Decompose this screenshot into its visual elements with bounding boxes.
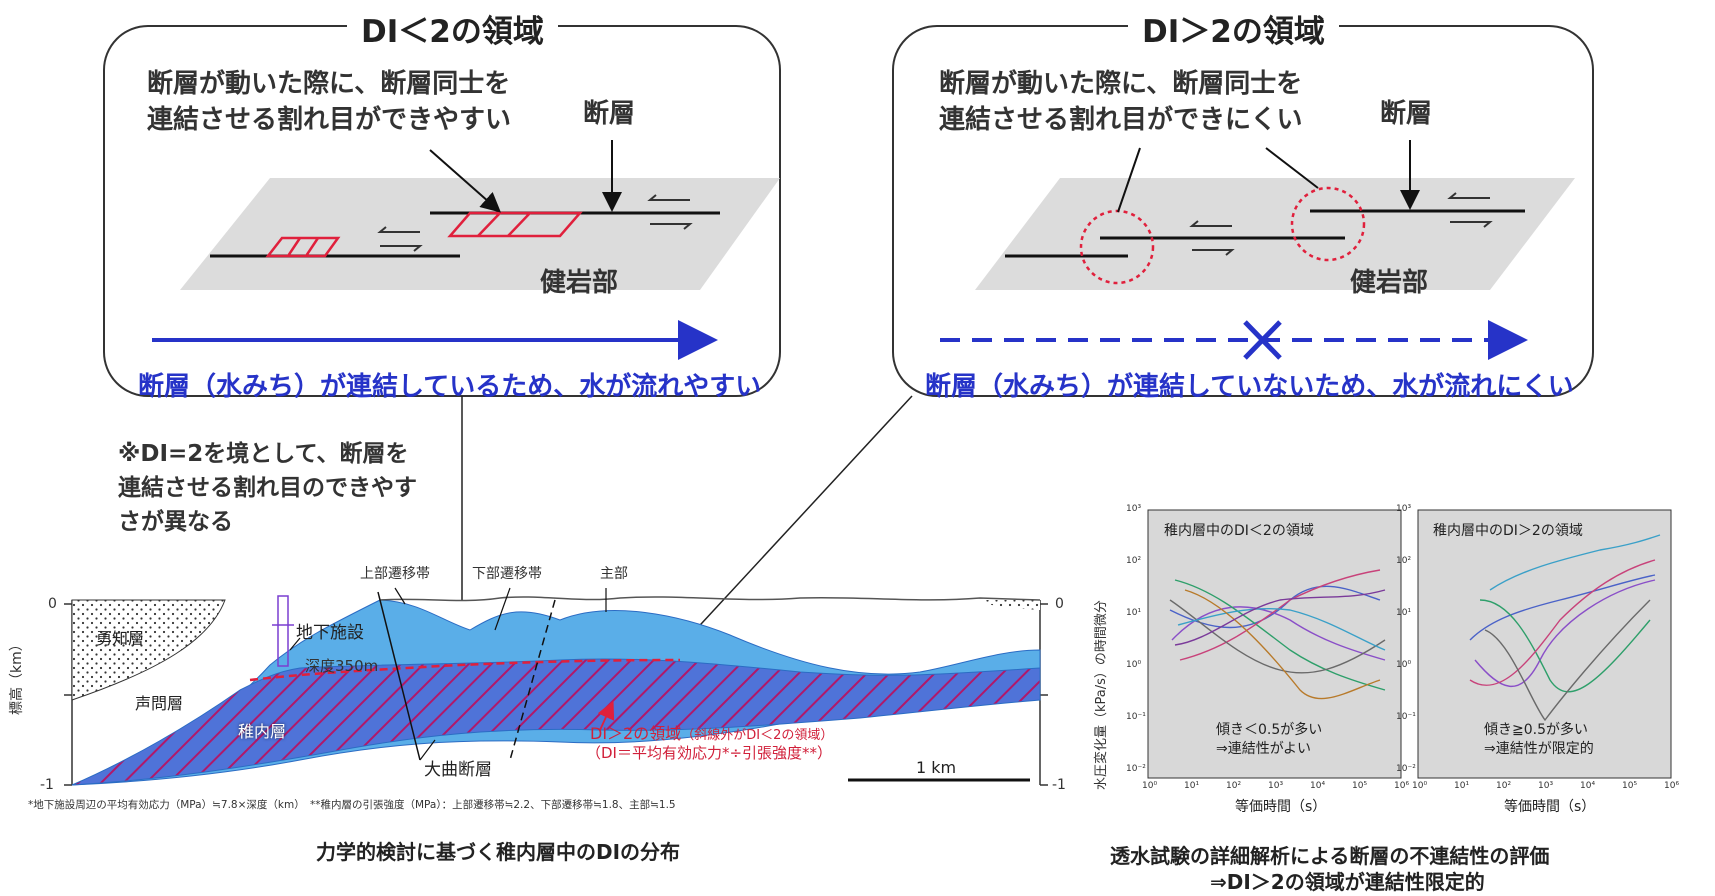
left-shear-arrows — [377, 194, 693, 252]
left-rock-label: 健岩部 — [540, 268, 619, 298]
di-region-text: DI＞2の領域 — [590, 724, 682, 743]
label-lower-transition: 下部遷移帯 — [472, 566, 542, 582]
chart-y-tick: 10¹ — [1126, 608, 1142, 618]
label-yuchi: 勇知層 — [96, 629, 145, 648]
label-koetoi: 声問層 — [135, 694, 184, 713]
chart-x-tick: 10⁴ — [1580, 781, 1596, 791]
left-fractures — [265, 211, 583, 258]
chart-x-tick: 10⁵ — [1352, 781, 1368, 791]
chart-left — [1147, 509, 1402, 779]
left-panel — [103, 25, 781, 397]
curve-line — [1479, 599, 1651, 693]
right-chart-note1: 傾き≧0.5が多い — [1484, 722, 1588, 738]
chart-x-tick: 10⁶ — [1394, 781, 1410, 791]
right-line2: 連結させる割れ目ができにくい — [939, 105, 1303, 135]
curve-line — [1174, 579, 1386, 691]
note-line3: さが異なる — [118, 509, 233, 535]
chart-y-tick: 10⁻² — [1126, 764, 1146, 774]
chart-x-tick: 10⁵ — [1622, 781, 1638, 791]
cross-section — [64, 587, 1048, 786]
note-line2: 連結させる割れ目のできやす — [118, 475, 417, 501]
scale-label: 1 km — [916, 758, 957, 777]
label-facility: 地下施設 — [296, 623, 364, 643]
curve-line — [1489, 534, 1661, 591]
curve-line — [1177, 607, 1386, 651]
chart-x-tick: 10¹ — [1454, 781, 1470, 791]
left-chart-note1: 傾き＜0.5が多い — [1216, 722, 1323, 738]
chart-x-tick: 10⁰ — [1142, 781, 1158, 791]
label-depth: 深度350m — [305, 657, 379, 675]
left-panel-title: DI＜2の領域 — [347, 6, 558, 51]
left-chart-title: 稚内層中のDI＜2の領域 — [1164, 523, 1314, 539]
curve-line — [1169, 599, 1386, 674]
chart-y-tick: 10¹ — [1396, 608, 1412, 618]
chart-x-tick: 10³ — [1538, 781, 1554, 791]
chart-y-tick: 10³ — [1396, 504, 1412, 514]
curve-line — [1179, 569, 1381, 661]
tick-top-right: 0 — [1055, 596, 1064, 612]
label-upper-transition: 上部遷移帯 — [360, 566, 430, 582]
left-chart-note2: ⇒連結性がよい — [1216, 741, 1312, 757]
chart-x-tick: 10⁴ — [1310, 781, 1326, 791]
right-rock-plane — [975, 178, 1575, 290]
chart-x-tick: 10¹ — [1184, 781, 1200, 791]
label-di-region: DI＞2の領域（斜線外がDI＜2の領域） — [590, 720, 833, 744]
chart-x-tick: 10² — [1496, 781, 1512, 791]
left-line1: 断層が動いた際に、断層同士を — [147, 69, 511, 99]
left-fault-label: 断層 — [583, 99, 636, 129]
curve-line — [1171, 606, 1386, 661]
right-chart-title: 稚内層中のDI＞2の領域 — [1433, 523, 1583, 539]
right-chart-x-label: 等価時間（s） — [1504, 799, 1596, 815]
right-chart-note2: ⇒連結性が限定的 — [1484, 741, 1594, 757]
y-axis-label: 標高（km） — [9, 637, 25, 715]
right-rock-label: 健岩部 — [1350, 268, 1429, 298]
chart-right — [1417, 509, 1672, 779]
note-line1: ※DI=2を境として、断層を — [118, 441, 409, 467]
label-di-formula: （DI＝平均有効応力*÷引張強度**） — [586, 744, 833, 762]
label-omagari: 大曲断層 — [424, 760, 492, 780]
chart-caption1: 透水試験の詳細解析による断層の不連結性の評価 — [1110, 844, 1550, 868]
chart-y-tick: 10⁰ — [1126, 660, 1142, 670]
left-chart-x-label: 等価時間（s） — [1235, 799, 1327, 815]
curve-line — [1174, 589, 1386, 646]
tick-bottom-right: -1 — [1052, 777, 1066, 793]
cross-section-caption: 力学的検討に基づく稚内層中のDIの分布 — [316, 840, 681, 864]
chart-x-tick: 10⁰ — [1412, 781, 1428, 791]
chart-caption2: ⇒DI＞2の領域が連結性限定的 — [1210, 870, 1485, 894]
chart-x-tick: 10⁶ — [1664, 781, 1680, 791]
di-region-sub: （斜線外がDI＜2の領域） — [681, 728, 834, 743]
left-line2: 連結させる割れ目ができやすい — [147, 105, 512, 135]
chart-x-tick: 10³ — [1268, 781, 1284, 791]
chart-y-tick: 10³ — [1126, 504, 1142, 514]
label-main: 主部 — [600, 566, 628, 582]
chart-x-tick: 10² — [1226, 781, 1242, 791]
right-panel — [892, 25, 1594, 397]
label-wakkanai: 稚内層 — [238, 722, 287, 741]
right-fault-label: 断層 — [1380, 99, 1433, 129]
chart-y-tick: 10² — [1396, 556, 1412, 566]
left-flow-text: 断層（水みち）が連結しているため、水が流れやすい — [138, 372, 762, 402]
right-flow-text: 断層（水みち）が連結していないため、水が流れにくい — [925, 372, 1574, 402]
curve-line — [1484, 599, 1651, 722]
chart-y-tick: 10² — [1126, 556, 1142, 566]
footnote: *地下施設周辺の平均有効応力（MPa）≒7.8×深度（km） **稚内層の引張強… — [28, 799, 676, 811]
right-line1: 断層が動いた際に、断層同士を — [939, 69, 1303, 99]
tick-bottom-left: -1 — [40, 777, 54, 793]
curve-line — [1469, 559, 1656, 686]
tick-top-left: 0 — [48, 596, 57, 612]
chart-y-tick: 10⁰ — [1396, 660, 1412, 670]
curve-line — [1469, 574, 1656, 641]
right-panel-title: DI＞2の領域 — [1128, 6, 1339, 51]
chart-y-axis-label: 水圧変化量（kPa/s）の時間微分 — [1094, 600, 1109, 790]
curve-line — [1184, 589, 1381, 700]
chart-y-tick: 10⁻¹ — [1396, 712, 1416, 722]
chart-y-tick: 10⁻² — [1396, 764, 1416, 774]
chart-y-tick: 10⁻¹ — [1126, 712, 1146, 722]
blocked-mark — [1243, 320, 1282, 360]
